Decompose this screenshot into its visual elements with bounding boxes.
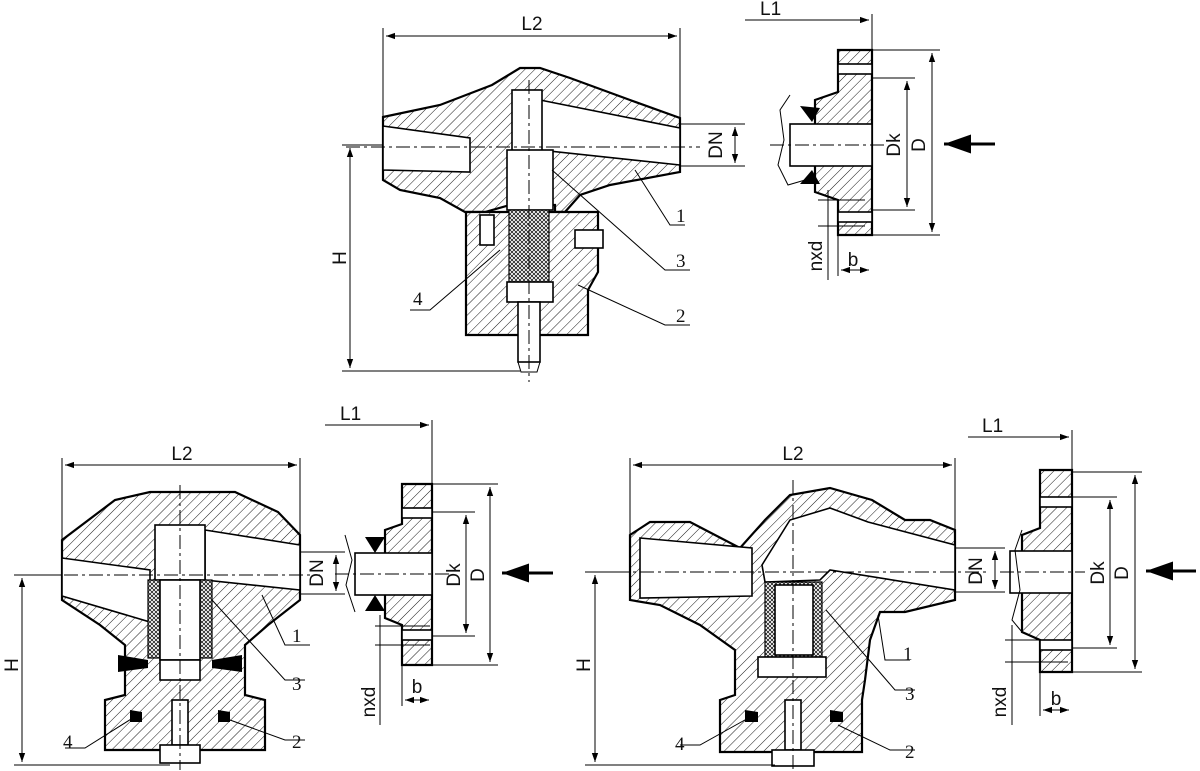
part-number-2: 2 [292,732,302,753]
dim-label-nxd: nxd [359,687,380,718]
dim-label-dn: DN [706,131,727,158]
part-number-4: 4 [63,732,73,753]
br-part-leaders: 1 2 3 4 [675,609,915,763]
bl-dim-dn: DN [300,551,345,595]
bl-dim-nxd-b: nxd b [359,615,430,725]
bl-dim-h: H [2,574,170,766]
dim-label-dk: Dk [1088,561,1109,585]
br-dim-l2: L2 [629,444,956,535]
part-number-2: 2 [676,306,686,327]
top-valve-body [381,66,682,373]
bl-dim-dk-d: Dk D [432,483,553,666]
br-dim-l1: L1 [968,416,1073,470]
top-dim-h: H [330,144,520,372]
br-dim-dn: DN [955,547,1005,593]
part-number-3: 3 [676,251,686,272]
dim-label-h: H [574,658,595,672]
dim-label-h: H [2,658,23,672]
br-flange [1009,468,1074,674]
dim-label-dn: DN [307,559,328,586]
dim-label-b: b [412,677,423,698]
bl-valve-body [60,490,302,764]
dim-label-nxd: nxd [990,687,1011,718]
br-dim-h: H [574,571,775,766]
dim-label-l2: L2 [782,444,803,465]
dim-label-l1: L1 [340,404,361,425]
dim-label-dk: Dk [884,133,905,157]
dim-label-l1: L1 [760,0,781,20]
br-dim-dk-d: Dk D [1072,471,1196,673]
part-number-4: 4 [413,289,423,310]
part-number-1: 1 [903,644,913,665]
part-number-1: 1 [676,206,686,227]
top-dim-dk-d: Dk D [872,49,995,236]
top-view: L2 H DN 1 2 3 4 [330,0,995,382]
bottom-left-view: L2 H DN 1 2 3 4 [2,404,553,770]
br-dim-nxd-b: nxd b [990,625,1069,725]
top-dim-l1: L1 [745,0,873,50]
top-dim-nxd-b: nxd b [806,190,869,280]
bl-dim-l2: L2 [61,444,301,540]
bl-dim-l1: L1 [325,404,433,484]
top-dim-dn: DN [680,123,745,167]
dim-label-h: H [330,251,351,265]
dim-label-d: D [909,138,930,152]
bottom-right-view: L2 H DN 1 2 3 4 [574,416,1196,770]
dim-label-d: D [1112,566,1133,580]
dim-label-l2: L2 [171,444,192,465]
br-valve-body [628,486,957,767]
dim-label-dn: DN [966,557,987,584]
dim-label-d: D [468,568,489,582]
dim-label-l2: L2 [521,14,542,35]
top-flange [777,48,874,237]
dim-label-l1: L1 [982,416,1003,437]
part-number-4: 4 [675,734,685,755]
bl-part-leaders: 1 2 3 4 [63,594,310,753]
dim-label-b: b [1051,689,1062,710]
part-number-2: 2 [905,742,915,763]
part-number-3: 3 [292,674,302,695]
top-part-leaders: 1 2 3 4 [410,169,690,327]
part-number-3: 3 [905,684,915,705]
dim-label-b: b [848,250,859,271]
dim-label-nxd: nxd [806,241,827,272]
top-dim-l2: L2 [382,14,681,120]
dim-label-dk: Dk [444,563,465,587]
part-number-1: 1 [292,626,302,647]
